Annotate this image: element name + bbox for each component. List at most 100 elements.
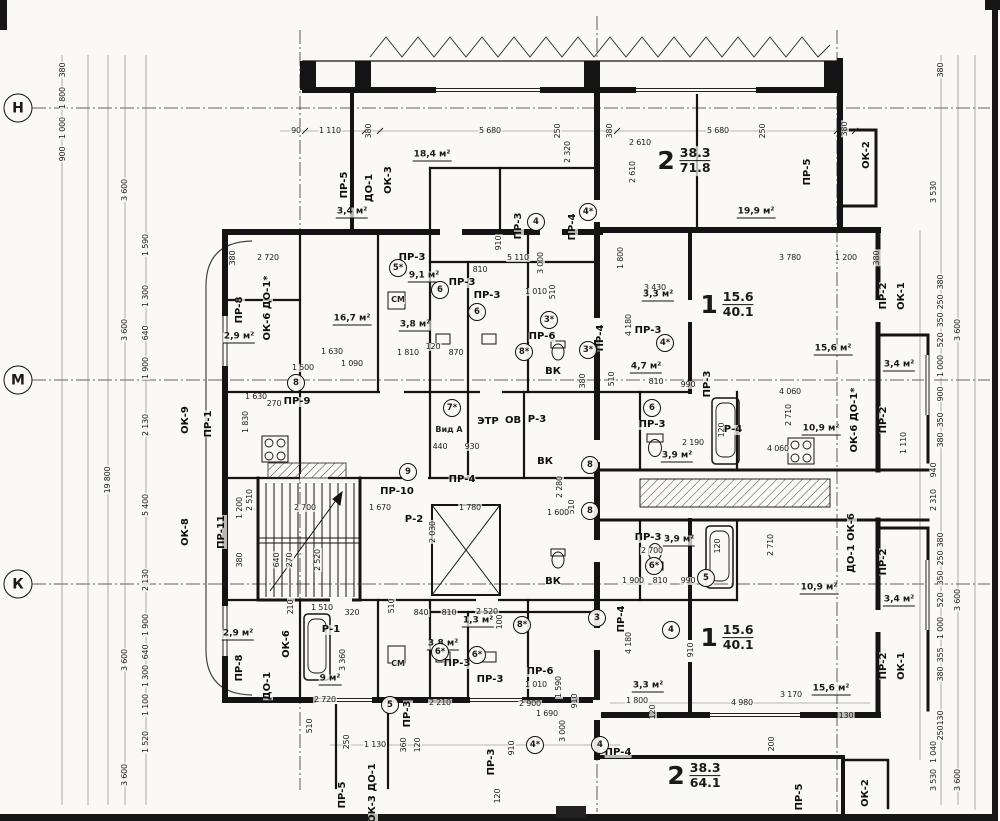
dimension-label: 520 [936, 591, 945, 609]
door-mark: 5 [697, 569, 715, 587]
dimension-label: 1 590 [554, 675, 563, 699]
room-area-label: 3,3 м² [631, 680, 665, 693]
dimension-label: 990 [679, 576, 697, 585]
dimension-label: 380 [936, 531, 945, 549]
dimension-label: 1 200 [235, 496, 244, 520]
room-area-label: 9,1 м² [407, 270, 441, 283]
panel-code-label: ОК-1 [896, 282, 907, 310]
door-mark: 6 [468, 303, 486, 321]
dimension-label: 1 900 [141, 613, 150, 637]
door-mark: 8 [581, 502, 599, 520]
panel-code-label: ПР-6 [528, 331, 556, 342]
dimension-label: 2 510 [245, 488, 254, 512]
door-mark: 5 [381, 696, 399, 714]
dimension-label: 2 210 [428, 698, 452, 707]
room-area-label: 3,9 м² [662, 534, 696, 547]
apartment-room-count: 2 [657, 146, 675, 176]
panel-code-label: ПР-10 [380, 486, 414, 497]
room-area-label: 15,6 м² [811, 683, 851, 696]
dimension-label: 4 060 [778, 387, 802, 396]
dimension-label: 840 [412, 608, 430, 617]
panel-code-label: ПР-3 [402, 700, 413, 728]
door-mark: 6* [431, 643, 449, 661]
panel-code-label: ОК-6 ДО-1* [262, 275, 273, 341]
dimension-label: 380 [840, 120, 849, 138]
door-mark: 6 [431, 281, 449, 299]
dimension-label: 510 [548, 283, 557, 301]
room-area-label: 10,9 м² [801, 423, 841, 436]
dimension-label: 380 [364, 122, 373, 140]
axis-mark: Н [3, 93, 33, 123]
dimension-label: 1 200 [834, 253, 858, 262]
panel-code-label: ПР-5 [339, 171, 350, 199]
door-mark: 3 [588, 609, 606, 627]
panel-code-label: ОК-2 [861, 141, 872, 169]
dimension-label: 2 130 [141, 413, 150, 437]
dimension-label: 910 [570, 692, 579, 710]
dimension-label: 2 710 [784, 403, 793, 427]
dimension-label: 1 010 [524, 680, 548, 689]
dimension-label: 1 090 [340, 359, 364, 368]
dimension-label: 380 [228, 249, 237, 267]
panel-code-label: ПР-3 [486, 748, 497, 776]
panel-code-label: ДО-1 [364, 173, 375, 203]
door-mark: 4* [526, 736, 544, 754]
dimension-label: 380 [605, 122, 614, 140]
dimension-label: 1 810 [396, 348, 420, 357]
dimension-label: 3 530 [929, 768, 938, 792]
room-area-label: 4,7 м² [629, 361, 663, 374]
dimension-label: 355 [936, 646, 945, 664]
dimension-label: 4 980 [730, 698, 754, 707]
door-mark: 8* [513, 616, 531, 634]
panel-code-label: ПР-3 [476, 674, 504, 685]
door-mark: 8* [515, 343, 533, 361]
door-mark: 4 [662, 621, 680, 639]
panel-code-label: Р-2 [404, 514, 424, 525]
dimension-label: 2 190 [681, 438, 705, 447]
dimension-label: 1 000 [936, 354, 945, 378]
dimension-label: 2 710 [766, 533, 775, 557]
scan-edge-right [992, 0, 998, 821]
axis-mark: М [3, 365, 33, 395]
panel-code-label: Р-3 [527, 414, 547, 425]
dimension-label: 5 680 [478, 126, 502, 135]
dimension-label: 810 [471, 265, 489, 274]
dimension-label: 5 110 [506, 253, 530, 262]
dimension-label: 1 040 [929, 740, 938, 764]
dimension-label: 2 700 [293, 503, 317, 512]
dimension-label: 510 [387, 597, 396, 615]
panel-code-label: ПР-3 [638, 419, 666, 430]
dimension-label: 1 900 [621, 576, 645, 585]
dimension-label: 250 [553, 122, 562, 140]
panel-code-label: ПР-2 [878, 548, 889, 576]
dimension-label: 900 [936, 385, 945, 403]
panel-code-label: ПР-3 [702, 370, 713, 398]
room-area-label: 3,4 м² [882, 594, 916, 607]
room-area-label: 3,9 м² [660, 450, 694, 463]
panel-code-label: ДО-1 ОК-6 [846, 513, 857, 573]
dimension-label: 1 800 [58, 86, 67, 110]
panel-code-label: ОК-2 [860, 779, 871, 807]
dimension-label: 350 [936, 569, 945, 587]
dimension-label: 1 630 [244, 392, 268, 401]
panel-code-label: ОК-8 [180, 518, 191, 546]
door-mark: 4* [579, 203, 597, 221]
panel-code-label: ПР-3 [398, 252, 426, 263]
room-area-label: 3,4 м² [335, 206, 369, 219]
dimension-label: 1 110 [318, 126, 342, 135]
panel-code-label: ПР-9 [283, 396, 311, 407]
dimension-label: 2 320 [563, 140, 572, 164]
room-area-label: 18,4 м² [412, 149, 452, 162]
dimension-label: 250 [936, 724, 945, 742]
dimension-label: 1 300 [141, 664, 150, 688]
scan-blob-bottom [556, 806, 586, 818]
dimension-label: 910 [494, 234, 503, 252]
dimension-label: 440 [431, 442, 449, 451]
dimension-label: 810 [440, 608, 458, 617]
panel-code-label: ПР-5 [794, 783, 805, 811]
door-mark: 3* [579, 341, 597, 359]
dimension-label: 2 280 [555, 475, 564, 499]
dimension-label: 3 600 [120, 178, 129, 202]
